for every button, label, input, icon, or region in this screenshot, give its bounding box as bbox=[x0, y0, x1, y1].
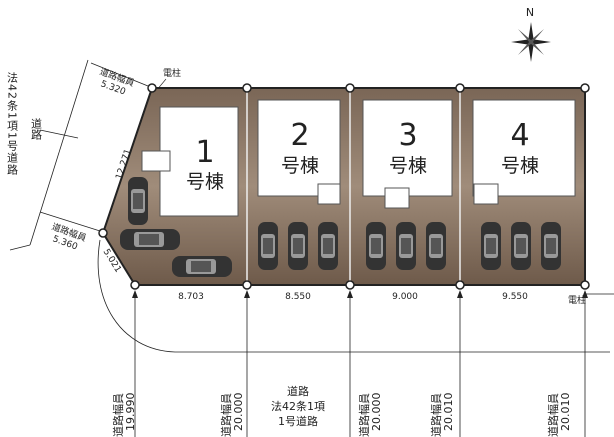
svg-text:20.000: 20.000 bbox=[370, 393, 383, 432]
svg-text:道路幅員: 道路幅員 bbox=[219, 393, 233, 437]
building-label: 号棟 bbox=[389, 155, 427, 177]
svg-text:19.990: 19.990 bbox=[124, 393, 137, 432]
building-label: 号棟 bbox=[186, 171, 224, 193]
building-number: 3 bbox=[398, 118, 417, 153]
bottom-road-lines bbox=[97, 239, 614, 437]
lot-dividers bbox=[246, 90, 461, 284]
building-label: 号棟 bbox=[501, 155, 539, 177]
svg-text:20.000: 20.000 bbox=[232, 393, 245, 432]
svg-text:法42条1項: 法42条1項 bbox=[271, 399, 325, 413]
stairs-icon bbox=[384, 187, 410, 209]
frontage-length: 9.550 bbox=[502, 292, 528, 302]
north-label: N bbox=[526, 6, 534, 19]
building-4: 4 号棟 bbox=[472, 99, 576, 205]
building-number: 1 bbox=[195, 135, 214, 170]
svg-text:1号道路: 1号道路 bbox=[278, 414, 318, 428]
bottom-road-label: 道路 法42条1項 1号道路 bbox=[271, 384, 325, 428]
svg-text:道路幅員: 道路幅員 bbox=[111, 393, 125, 437]
frontage-dimensions: 8.703 8.550 9.000 9.550 電柱 bbox=[178, 292, 586, 306]
north-compass-icon: N bbox=[511, 6, 551, 62]
svg-text:道路幅員: 道路幅員 bbox=[357, 393, 371, 437]
left-road: 法42条1項1号道路 道路 bbox=[6, 59, 89, 251]
svg-text:道路: 道路 bbox=[287, 384, 309, 398]
frontage-length: 8.550 bbox=[285, 292, 311, 302]
stairs-icon bbox=[317, 183, 341, 205]
left-road-name: 法42条1項1号道路 bbox=[6, 71, 19, 176]
utility-pole-label: 電柱 bbox=[163, 67, 181, 79]
svg-text:道路幅員: 道路幅員 bbox=[429, 393, 443, 437]
utility-pole-label: 電柱 bbox=[568, 294, 586, 306]
frontage-length: 9.000 bbox=[392, 292, 418, 302]
building-number: 4 bbox=[510, 118, 529, 153]
boundary-markers bbox=[98, 83, 590, 290]
svg-text:道路幅員: 道路幅員 bbox=[546, 393, 560, 437]
building-label: 号棟 bbox=[281, 155, 319, 177]
frontage-length: 8.703 bbox=[178, 292, 204, 302]
left-road-short-label: 道路 bbox=[30, 117, 43, 141]
svg-text:20.010: 20.010 bbox=[559, 393, 572, 432]
building-2: 2 号棟 bbox=[257, 99, 341, 205]
building-1: 1 号棟 bbox=[141, 106, 239, 217]
stairs-icon bbox=[141, 150, 171, 172]
stairs-icon bbox=[473, 183, 499, 205]
building-number: 2 bbox=[290, 118, 309, 153]
svg-text:20.010: 20.010 bbox=[442, 393, 455, 432]
building-3: 3 号棟 bbox=[362, 99, 453, 209]
